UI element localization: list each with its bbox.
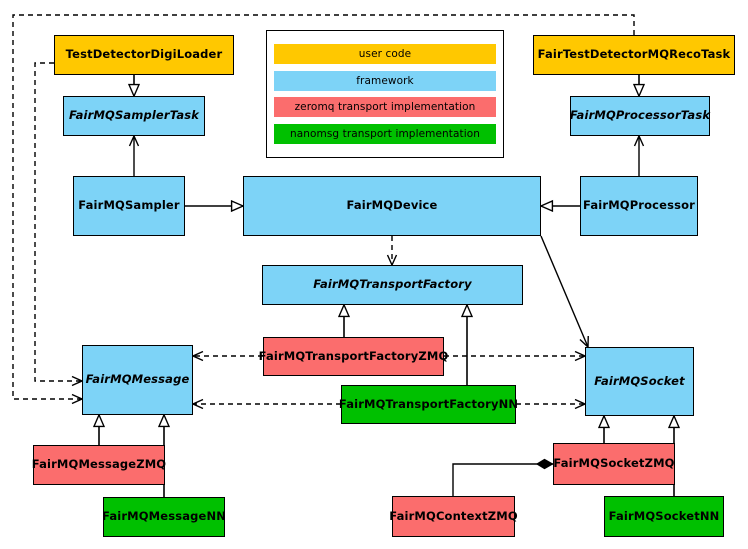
- class-node-fairmqdevice[interactable]: FairMQDevice: [243, 176, 541, 236]
- class-label-fairmqtransportfactory: FairMQTransportFactory: [313, 277, 472, 292]
- legend-label-user-code: user code: [358, 47, 412, 60]
- class-label-fairmqsocketnn: FairMQSocketNN: [608, 508, 720, 523]
- class-node-fairmqmessage[interactable]: FairMQMessage: [82, 345, 193, 415]
- class-label-fairmqtransportfactoryzmq: FairMQTransportFactoryZMQ: [258, 348, 449, 363]
- class-label-fairmqsocket: FairMQSocket: [594, 373, 685, 388]
- legend-item-framework: framework: [274, 70, 496, 91]
- class-node-fairmqtransportfactoryzmq[interactable]: FairMQTransportFactoryZMQ: [259, 337, 448, 376]
- class-label-testdetectordigiloader: TestDetectorDigiLoader: [65, 47, 223, 62]
- class-node-fairmqcontextzmq[interactable]: FairMQContextZMQ: [389, 496, 518, 537]
- legend-label-nanomsg: nanomsg transport implementation: [289, 128, 481, 141]
- class-node-fairmqsocketzmq[interactable]: FairMQSocketZMQ: [553, 443, 675, 485]
- class-label-fairmqsamplertask: FairMQSamplerTask: [68, 108, 200, 123]
- legend-label-framework: framework: [356, 74, 414, 87]
- class-label-fairmqsocketzmq: FairMQSocketZMQ: [553, 456, 675, 471]
- class-node-fairmqsocketnn[interactable]: FairMQSocketNN: [604, 496, 724, 537]
- class-label-fairmqmessagezmq: FairMQMessageZMQ: [31, 457, 167, 472]
- edge-association-device-socket: [540, 235, 588, 347]
- class-node-fairmqmessagezmq[interactable]: FairMQMessageZMQ: [31, 445, 167, 485]
- class-label-fairtestdetectormqrecotask: FairTestDetectorMQRecoTask: [537, 47, 731, 62]
- legend-item-nanomsg: nanomsg transport implementation: [274, 124, 496, 145]
- class-label-fairmqmessage: FairMQMessage: [85, 372, 190, 387]
- class-label-fairmqprocessor: FairMQProcessor: [583, 198, 695, 213]
- class-node-fairmqprocessortask[interactable]: FairMQProcessorTask: [570, 96, 710, 136]
- class-node-fairmqtransportfactory[interactable]: FairMQTransportFactory: [262, 265, 523, 305]
- class-node-fairmqsamplertask[interactable]: FairMQSamplerTask: [63, 96, 205, 136]
- class-node-fairmqsampler[interactable]: FairMQSampler: [73, 176, 185, 236]
- class-node-fairmqmessagenn[interactable]: FairMQMessageNN: [102, 497, 226, 537]
- class-node-fairmqsocket[interactable]: FairMQSocket: [585, 347, 694, 416]
- legend-item-zeromq: zeromq transport implementation: [274, 97, 496, 118]
- class-node-testdetectordigiloader[interactable]: TestDetectorDigiLoader: [54, 35, 234, 75]
- legend-label-zeromq: zeromq transport implementation: [294, 101, 476, 114]
- legend-item-user-code: user code: [274, 43, 496, 64]
- edge-composition-contextzmq-socketzmq: [452, 464, 553, 496]
- class-label-fairmqprocessortask: FairMQProcessorTask: [569, 108, 711, 123]
- class-node-fairmqtransportfactorynn[interactable]: FairMQTransportFactoryNN: [338, 385, 519, 424]
- legend: user code framework zeromq transport imp…: [266, 30, 504, 158]
- class-label-fairmqtransportfactorynn: FairMQTransportFactoryNN: [338, 396, 519, 411]
- class-label-fairmqmessagenn: FairMQMessageNN: [102, 509, 226, 524]
- class-node-fairtestdetectormqrecotask[interactable]: FairTestDetectorMQRecoTask: [533, 35, 735, 75]
- class-label-fairmqsampler: FairMQSampler: [78, 198, 180, 213]
- class-label-fairmqcontextzmq: FairMQContextZMQ: [389, 508, 518, 523]
- class-node-fairmqprocessor[interactable]: FairMQProcessor: [580, 176, 698, 236]
- class-label-fairmqdevice: FairMQDevice: [346, 198, 438, 213]
